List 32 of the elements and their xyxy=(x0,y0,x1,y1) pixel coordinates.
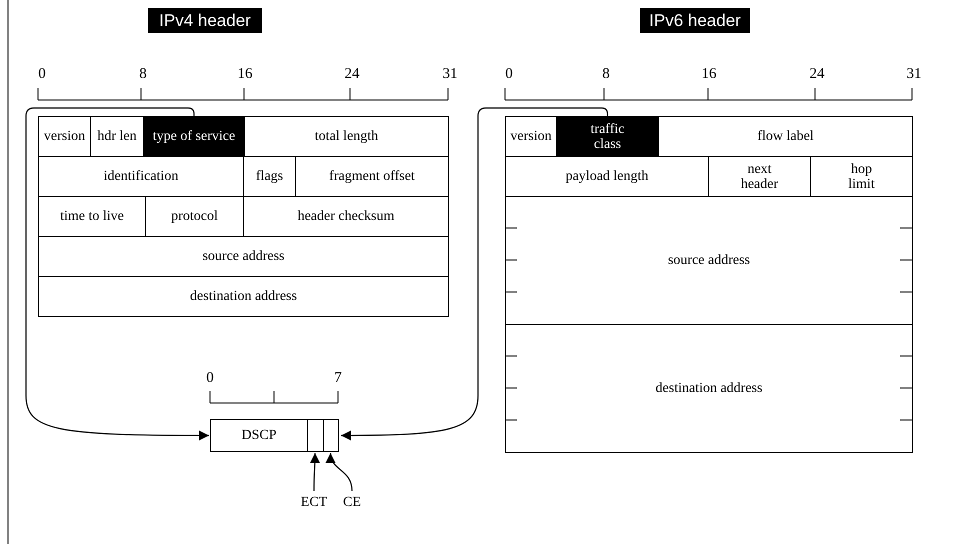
bit-number: 8 xyxy=(139,66,147,83)
header-field: source address xyxy=(38,236,449,277)
bit-label: DSCP xyxy=(211,420,307,451)
bit-number: 31 xyxy=(442,66,458,83)
header-field: version xyxy=(38,116,91,157)
bit-number: 24 xyxy=(344,66,360,83)
highlighted-field: type of service xyxy=(143,116,245,157)
bit-number: 8 xyxy=(602,66,610,83)
header-title: IPv6 header xyxy=(640,8,750,33)
arrow xyxy=(326,452,353,492)
bit-number: 0 xyxy=(505,66,513,83)
arrow xyxy=(310,453,320,491)
bit-number: 0 xyxy=(206,370,214,387)
bit-label: ECT xyxy=(294,493,334,511)
header-field: total length xyxy=(244,116,449,157)
header-field: version xyxy=(505,116,557,157)
bit-number: 7 xyxy=(334,370,342,387)
bit-label: CE xyxy=(336,493,368,511)
arrow xyxy=(25,107,209,440)
arrow xyxy=(341,107,608,440)
header-title: IPv4 header xyxy=(148,8,262,33)
header-field: flow label xyxy=(658,116,913,157)
bit-number: 0 xyxy=(38,66,46,83)
bit-number: 16 xyxy=(238,66,252,83)
byte-field xyxy=(210,419,339,452)
header-field: destination address xyxy=(505,324,913,453)
bit-number: 31 xyxy=(906,66,922,83)
bit-number: 24 xyxy=(810,66,824,83)
bit-number: 16 xyxy=(702,66,716,83)
highlighted-field: traffic class xyxy=(556,116,659,157)
header-field: destination address xyxy=(38,276,449,317)
header-field: source address xyxy=(505,196,913,325)
